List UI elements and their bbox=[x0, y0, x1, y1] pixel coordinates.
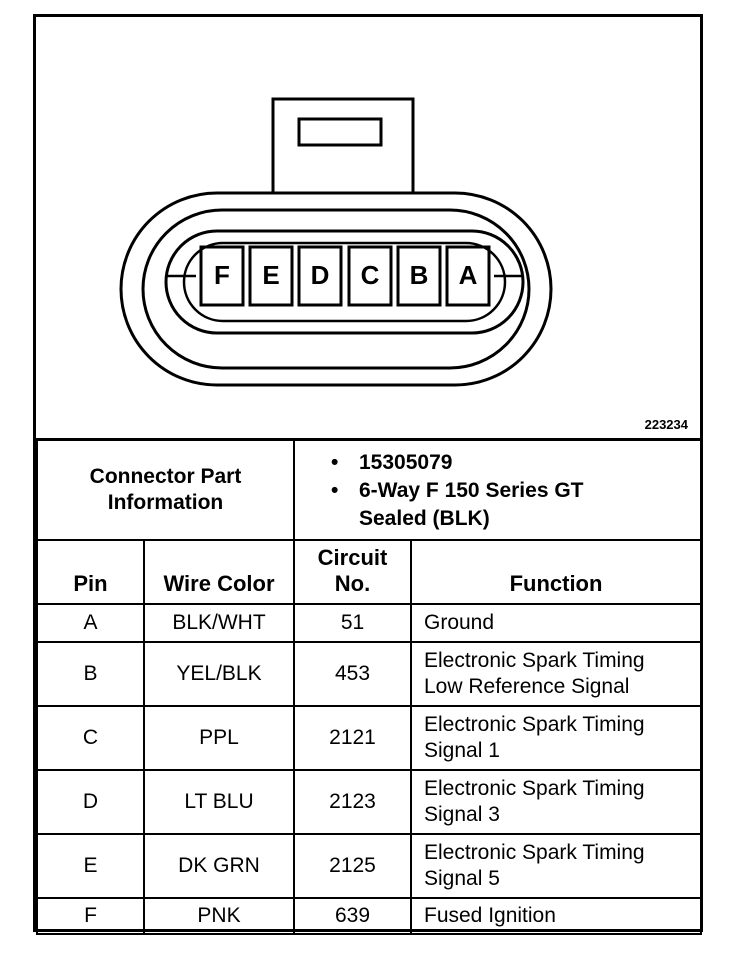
pin-label-d: D bbox=[310, 260, 330, 290]
header-circuit-line1: Circuit bbox=[317, 544, 388, 570]
table-row: A BLK/WHT 51 Ground bbox=[36, 602, 702, 643]
pin-label-c: C bbox=[360, 260, 380, 290]
table-row: D LT BLU 2123 Electronic Spark Timing Si… bbox=[36, 768, 702, 835]
pin-label-b: B bbox=[409, 260, 429, 290]
wire-color-cell: BLK/WHT bbox=[143, 602, 295, 643]
circuit-cell: 2125 bbox=[293, 832, 412, 899]
pin-cell: F bbox=[36, 896, 145, 935]
wire-color-cell: YEL/BLK bbox=[143, 640, 295, 707]
pin-label-a: A bbox=[458, 260, 478, 290]
table-row: C PPL 2121 Electronic Spark Timing Signa… bbox=[36, 704, 702, 771]
connector-drawing: F E D C B A 223234 bbox=[36, 17, 700, 438]
function-cell: Electronic Spark Timing Low Reference Si… bbox=[410, 640, 702, 707]
function-cell: Ground bbox=[410, 602, 702, 643]
connector-pinout-table: Connector Part Information • 15305079 • … bbox=[36, 438, 702, 935]
circuit-cell: 51 bbox=[293, 602, 412, 643]
connector-diagram-frame: F E D C B A 223234 Connector Part Inform… bbox=[33, 14, 703, 935]
info-label-line1: Connector Part bbox=[89, 464, 242, 488]
function-cell: Electronic Spark Timing Signal 1 bbox=[410, 704, 702, 771]
circuit-cell: 2123 bbox=[293, 768, 412, 835]
function-line2: Signal 5 bbox=[424, 866, 500, 890]
table-row: E DK GRN 2125 Electronic Spark Timing Si… bbox=[36, 832, 702, 899]
pin-label-e: E bbox=[262, 260, 280, 290]
circuit-cell: 639 bbox=[293, 896, 412, 935]
connector-info-row: Connector Part Information • 15305079 • … bbox=[36, 438, 702, 541]
header-circuit-line2: No. bbox=[334, 570, 371, 596]
header-function: Function bbox=[410, 538, 702, 605]
pin-cell: E bbox=[36, 832, 145, 899]
function-cell: Fused Ignition bbox=[410, 896, 702, 935]
wire-color-cell: PNK bbox=[143, 896, 295, 935]
header-row: Pin Wire Color Circuit No. Function bbox=[36, 538, 702, 605]
circuit-cell: 453 bbox=[293, 640, 412, 707]
function-line1: Electronic Spark Timing bbox=[424, 776, 645, 800]
pin-cell: D bbox=[36, 768, 145, 835]
pin-cell: A bbox=[36, 602, 145, 643]
part-number-item: • 15305079 bbox=[331, 449, 700, 477]
pin-label-f: F bbox=[214, 260, 230, 290]
description-line2: Sealed (BLK) bbox=[359, 507, 490, 530]
part-number: 15305079 bbox=[359, 451, 453, 474]
bullet-icon: • bbox=[331, 451, 339, 474]
header-wire-color: Wire Color bbox=[143, 538, 295, 605]
pin-cell: B bbox=[36, 640, 145, 707]
function-line1: Electronic Spark Timing bbox=[424, 712, 645, 736]
wire-color-cell: LT BLU bbox=[143, 768, 295, 835]
description-line1: 6-Way F 150 Series GT bbox=[359, 479, 584, 502]
wire-color-cell: PPL bbox=[143, 704, 295, 771]
function-line1: Fused Ignition bbox=[424, 903, 556, 927]
table-row: F PNK 639 Fused Ignition bbox=[36, 896, 702, 935]
wire-color-cell: DK GRN bbox=[143, 832, 295, 899]
function-line1: Ground bbox=[424, 610, 495, 634]
description-item: • 6-Way F 150 Series GT Sealed (BLK) bbox=[331, 477, 700, 533]
function-line1: Electronic Spark Timing bbox=[424, 840, 645, 864]
info-label-line2: Information bbox=[107, 490, 224, 514]
function-cell: Electronic Spark Timing Signal 3 bbox=[410, 768, 702, 835]
function-line2: Low Reference Signal bbox=[424, 674, 630, 698]
header-pin: Pin bbox=[36, 538, 145, 605]
header-circuit: Circuit No. bbox=[293, 538, 412, 605]
pin-cell: C bbox=[36, 704, 145, 771]
figure-id: 223234 bbox=[644, 417, 688, 432]
connector-info-values: • 15305079 • 6-Way F 150 Series GT Seale… bbox=[293, 438, 702, 541]
connector-face-illustration bbox=[119, 97, 553, 387]
function-line1: Electronic Spark Timing bbox=[424, 648, 645, 672]
function-line2: Signal 1 bbox=[424, 738, 500, 762]
connector-info-label: Connector Part Information bbox=[36, 438, 295, 541]
table-row: B YEL/BLK 453 Electronic Spark Timing Lo… bbox=[36, 640, 702, 707]
circuit-cell: 2121 bbox=[293, 704, 412, 771]
function-line2: Signal 3 bbox=[424, 802, 500, 826]
function-cell: Electronic Spark Timing Signal 5 bbox=[410, 832, 702, 899]
bullet-icon: • bbox=[331, 479, 339, 502]
